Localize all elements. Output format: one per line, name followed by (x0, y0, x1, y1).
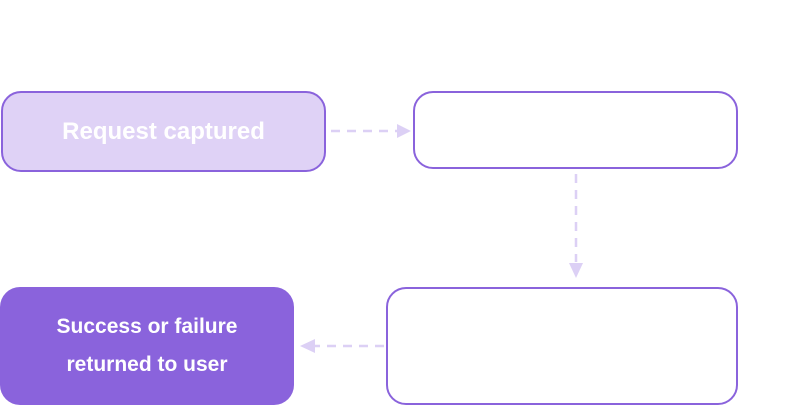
node-request-captured: Request captured (1, 91, 326, 172)
arrowhead-right-icon (397, 124, 411, 138)
node-result-label-line1: Success or failure (56, 315, 238, 338)
node-step-three (386, 287, 738, 405)
node-request-captured-label: Request captured (62, 117, 265, 145)
arrowhead-left-icon (300, 339, 315, 353)
node-result: Success or failure returned to user (0, 287, 294, 405)
node-step-two (413, 91, 738, 169)
arrowhead-down-icon (569, 263, 583, 278)
node-result-label-line2: returned to user (66, 353, 228, 376)
